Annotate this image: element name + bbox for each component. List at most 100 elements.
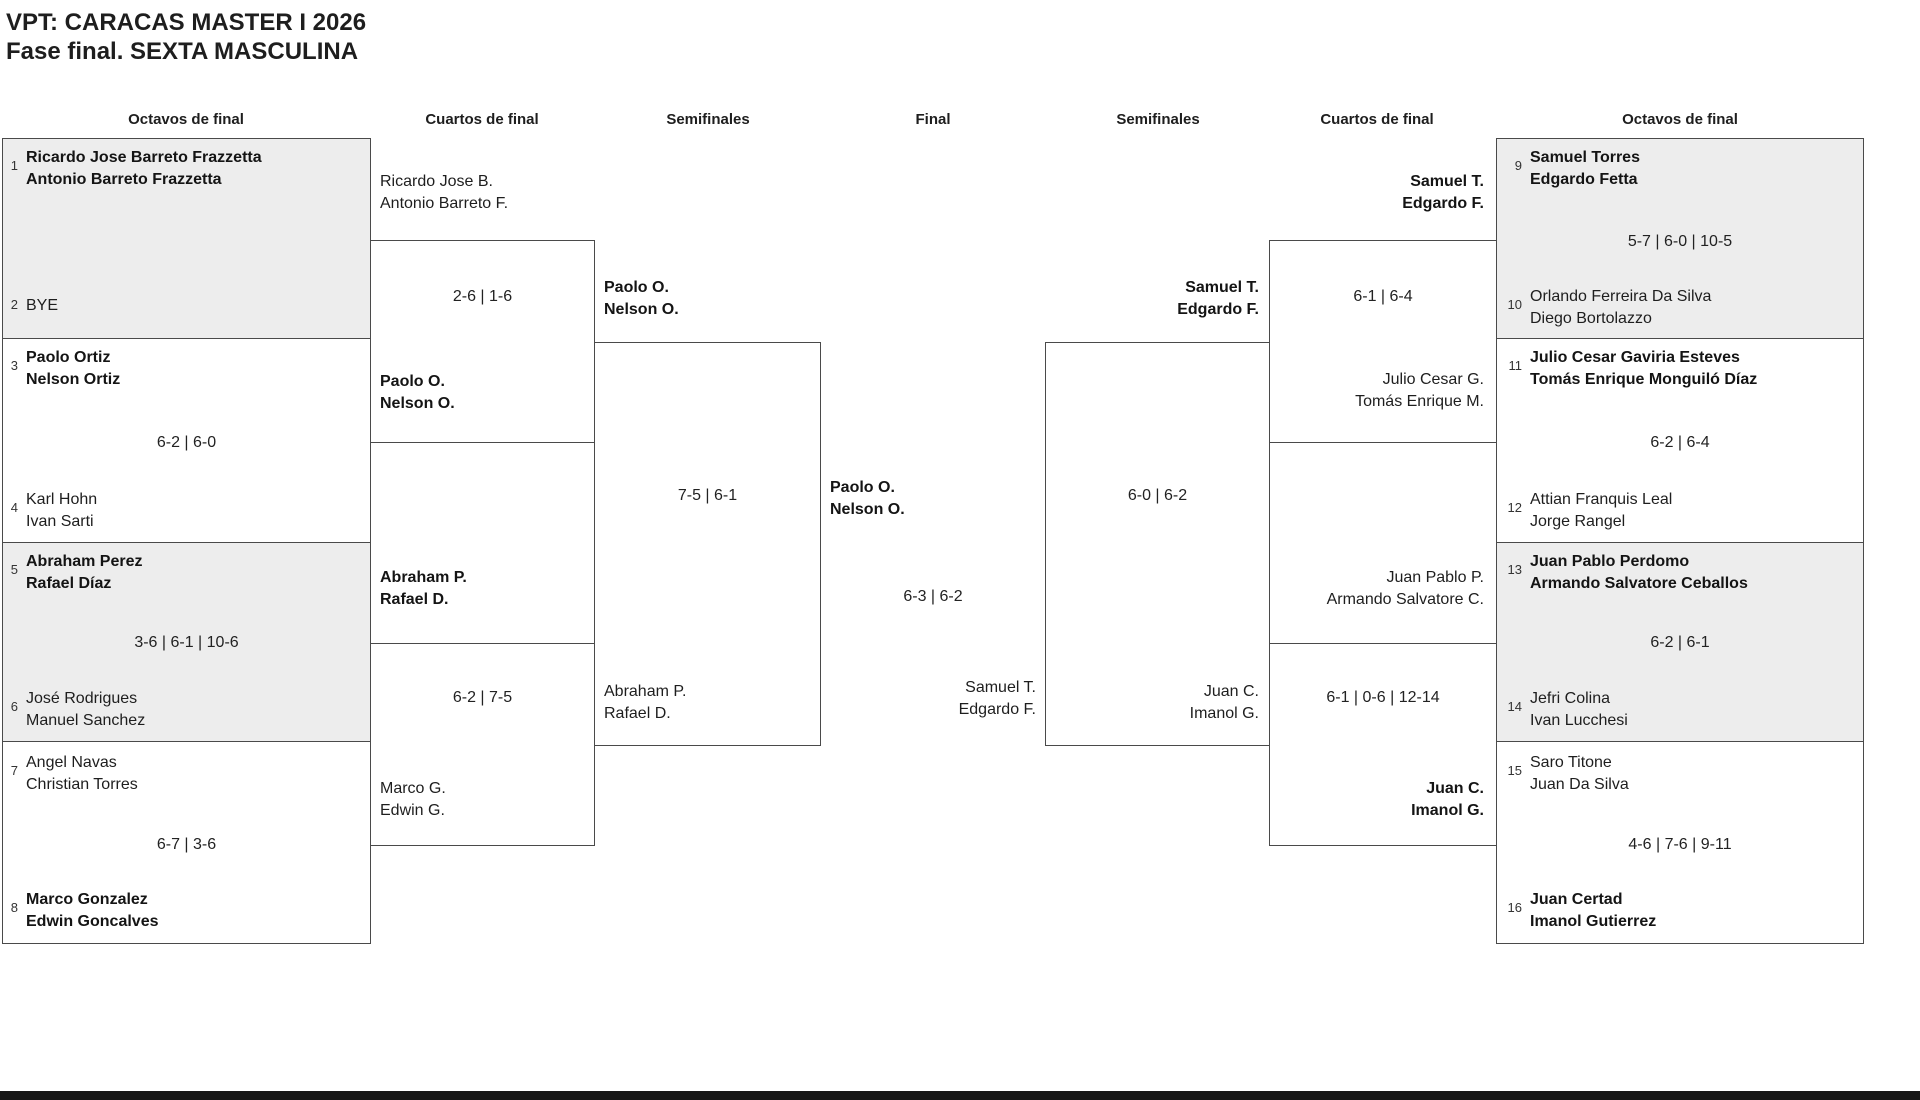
player-name: Ivan Lucchesi	[1530, 712, 1628, 729]
player-name: Juan Pablo Perdomo	[1530, 553, 1690, 570]
player-name: Saro Titone	[1530, 754, 1612, 771]
match-score: 3-6 | 6-1 | 10-6	[134, 634, 239, 651]
player-name: Attian Franquis Leal	[1530, 491, 1673, 508]
match-score: 6-2 | 7-5	[452, 689, 513, 706]
player-name: Samuel T.	[1410, 173, 1484, 190]
team-pair: Jefri Colina Ivan Lucchesi	[1530, 688, 1628, 732]
round-header-octavos-left: Octavos de final	[128, 111, 244, 128]
team-pair: Angel Navas Christian Torres	[26, 752, 138, 796]
player-name: Julio Cesar Gaviria Esteves	[1530, 349, 1740, 366]
player-name: Angel Navas	[26, 754, 117, 771]
team-pair: Abraham P. Rafael D.	[380, 567, 467, 611]
team-pair: Samuel T. Edgardo F.	[1280, 171, 1484, 215]
match-score: 4-6 | 7-6 | 9-11	[1628, 836, 1732, 853]
player-name: Orlando Ferreira Da Silva	[1530, 288, 1712, 305]
player-name: Edgardo F.	[1177, 301, 1259, 318]
player-name: Nelson O.	[380, 395, 455, 412]
seed-number: 2	[10, 297, 18, 312]
player-name: Abraham P.	[604, 683, 687, 700]
round-header-cuartos-right: Cuartos de final	[1320, 111, 1434, 128]
player-name: Paolo Ortiz	[26, 349, 111, 366]
player-name: Rafael D.	[380, 591, 449, 608]
team-pair: Ricardo Jose Barreto Frazzetta Antonio B…	[26, 147, 262, 191]
team-pair: Juan Pablo P. Armando Salvatore C.	[1280, 567, 1484, 611]
player-name: Ricardo Jose B.	[380, 173, 493, 190]
match-score: 6-2 | 6-0	[156, 434, 217, 451]
player-name: Manuel Sanchez	[26, 712, 146, 729]
player-name: Diego Bortolazzo	[1530, 310, 1652, 327]
team-pair: Paolo O. Nelson O.	[380, 371, 455, 415]
player-name: José Rodrigues	[26, 690, 138, 707]
player-name: Paolo O.	[830, 479, 895, 496]
seed-number: 5	[10, 562, 18, 577]
round-header-semis-left: Semifinales	[666, 111, 750, 128]
match-score: 6-0 | 6-2	[1127, 487, 1188, 504]
match-box-octavos-right-1	[1496, 138, 1864, 339]
player-name: Marco Gonzalez	[26, 891, 148, 908]
player-name: Armando Salvatore C.	[1326, 591, 1484, 608]
team-pair: Juan C. Imanol G.	[1050, 681, 1259, 725]
team-pair: Julio Cesar Gaviria Esteves Tomás Enriqu…	[1530, 347, 1757, 391]
seed-number: 6	[10, 699, 18, 714]
player-name: Juan C.	[1426, 780, 1484, 797]
match-box-cuartos-left-2	[370, 643, 595, 846]
team-pair: Juan C. Imanol G.	[1280, 778, 1484, 822]
player-name: BYE	[26, 297, 59, 314]
player-name: Paolo O.	[604, 279, 669, 296]
player-name: Nelson Ortiz	[26, 371, 121, 388]
match-score: 6-3 | 6-2	[903, 588, 963, 605]
seed-number: 11	[1508, 358, 1523, 373]
team-pair: Juan Certad Imanol Gutierrez	[1530, 889, 1656, 933]
bottom-bar	[0, 1091, 1920, 1100]
team-pair: BYE	[26, 295, 58, 317]
team-pair: Ricardo Jose B. Antonio Barreto F.	[380, 171, 508, 215]
seed-number: 1	[10, 158, 18, 173]
match-score: 5-7 | 6-0 | 10-5	[1627, 233, 1733, 250]
player-name: Samuel Torres	[1530, 149, 1640, 166]
match-score: 7-5 | 6-1	[677, 487, 738, 504]
match-score: 6-2 | 6-1	[1650, 634, 1710, 651]
team-pair: Abraham P. Rafael D.	[604, 681, 686, 725]
team-pair: Paolo O. Nelson O.	[830, 477, 905, 521]
team-pair: Paolo O. Nelson O.	[604, 277, 679, 321]
team-pair: Karl Hohn Ivan Sarti	[26, 489, 97, 533]
player-name: Edwin G.	[380, 802, 445, 819]
match-box-semifinal-left	[594, 342, 821, 746]
team-pair: Orlando Ferreira Da Silva Diego Bortolaz…	[1530, 286, 1711, 330]
player-name: Tomás Enrique M.	[1355, 393, 1484, 410]
player-name: Abraham P.	[380, 569, 467, 586]
match-box-cuartos-right-2	[1269, 643, 1497, 846]
seed-number: 10	[1507, 297, 1522, 312]
player-name: Edwin Goncalves	[26, 913, 159, 930]
match-box-octavos-right-2	[1496, 338, 1864, 543]
match-box-octavos-right-4	[1496, 741, 1864, 944]
player-name: Juan Certad	[1530, 891, 1623, 908]
player-name: Juan C.	[1203, 683, 1259, 700]
player-name: Armando Salvatore Ceballos	[1530, 575, 1748, 592]
match-box-octavos-left-2	[2, 338, 371, 543]
seed-number: 9	[1514, 158, 1522, 173]
player-name: Imanol G.	[1189, 705, 1259, 722]
match-box-octavos-left-4	[2, 741, 371, 944]
page-title: VPT: CARACAS MASTER I 2026	[6, 9, 367, 36]
team-pair: Samuel T. Edgardo F.	[830, 677, 1036, 721]
match-score: 6-7 | 3-6	[156, 836, 217, 853]
seed-number: 16	[1507, 900, 1522, 915]
player-name: Edgardo F.	[958, 701, 1036, 718]
player-name: Samuel T.	[965, 679, 1036, 696]
round-header-octavos-right: Octavos de final	[1622, 111, 1738, 128]
match-score: 6-1 | 6-4	[1353, 288, 1413, 305]
player-name: Marco G.	[380, 780, 446, 797]
player-name: Nelson O.	[830, 501, 905, 518]
seed-number: 4	[10, 500, 18, 515]
player-name: Imanol G.	[1411, 802, 1484, 819]
team-pair: José Rodrigues Manuel Sanchez	[26, 688, 145, 732]
player-name: Juan Pablo P.	[1386, 569, 1484, 586]
player-name: Samuel T.	[1185, 279, 1259, 296]
match-score: 6-2 | 6-4	[1650, 434, 1710, 451]
team-pair: Attian Franquis Leal Jorge Rangel	[1530, 489, 1672, 533]
player-name: Tomás Enrique Monguiló Díaz	[1530, 371, 1758, 388]
match-box-octavos-right-3	[1496, 542, 1864, 742]
team-pair: Juan Pablo Perdomo Armando Salvatore Ceb…	[1530, 551, 1748, 595]
